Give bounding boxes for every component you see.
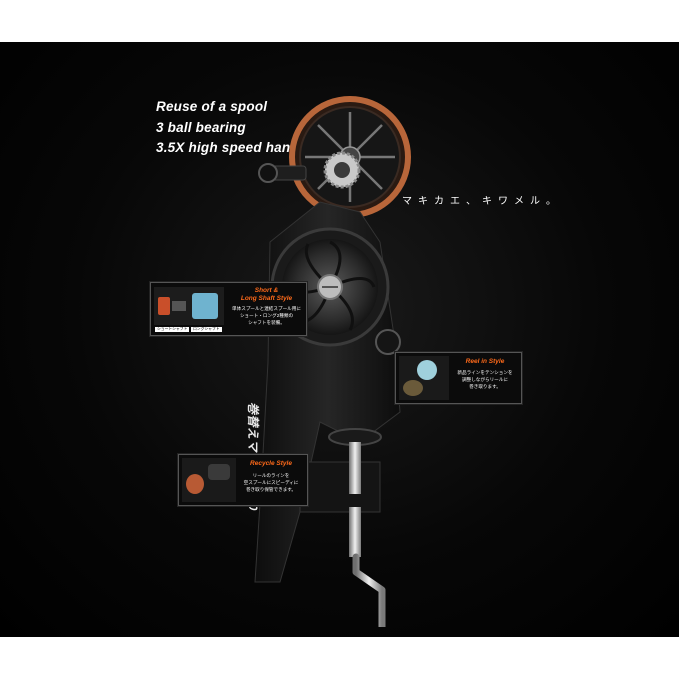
shaft-card-desc-1: 単体スプールと連結スプール用に [232, 306, 301, 311]
recycle-card-desc-2: 空スプールにスピーディに [243, 480, 299, 485]
recycle-card-desc-1: リールのラインを [252, 473, 290, 478]
shaft-style-card: ショートシャフト ロングシャフト Short & Long Shaft Styl… [150, 282, 307, 336]
black-background-panel: Reuse of a spool 3 ball bearing 3.5X hig… [0, 42, 679, 637]
shaft-card-title-1: Short & [254, 287, 279, 294]
shaft-card-desc-2: ショート・ロング2種類の [239, 313, 294, 318]
japanese-tagline: マキカエ、キワメル。 [402, 196, 562, 207]
short-shaft-label: ショートシャフト [155, 327, 190, 332]
feature-spool-reuse: Reuse of a spool [156, 99, 268, 114]
reel-card-desc-3: 巻き取ります。 [469, 384, 501, 389]
feature-high-speed-handle: 3.5X high speed handle [156, 140, 311, 155]
line-winder-machine [254, 96, 411, 627]
recycle-style-card: Recycle Style リールのラインを 空スプールにスピーディに 巻き取り… [178, 454, 308, 506]
shaft-card-desc-3: シャフトを装備。 [248, 320, 285, 325]
reel-in-style-card: Reel in Style 新品ラインをテンションを 調整しながらリールに 巻き… [395, 352, 522, 404]
reel-card-desc-1: 新品ラインをテンションを [457, 370, 513, 375]
crank-handle-icon [352, 553, 386, 627]
feature-ball-bearing: 3 ball bearing [156, 120, 246, 135]
reel-card-desc-2: 調整しながらリールに [462, 377, 508, 382]
gear-icon [323, 151, 361, 189]
recycle-card-title: Recycle Style [250, 460, 292, 467]
reel-card-title: Reel in Style [465, 358, 505, 365]
recycle-card-desc-3: 巻き取り保管できます。 [245, 487, 297, 492]
long-shaft-label: ロングシャフト [191, 327, 222, 332]
shaft-card-title-2: Long Shaft Style [240, 295, 293, 302]
